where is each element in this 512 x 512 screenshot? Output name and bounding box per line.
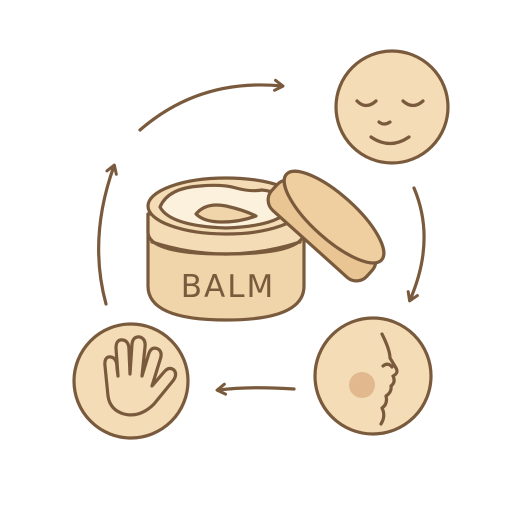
open-hand-icon [103, 335, 178, 417]
calm-face-node [334, 49, 450, 165]
arrow-left [97, 163, 118, 306]
cheek-blush [349, 372, 375, 398]
lid-top [282, 169, 386, 265]
smiling-face-closed-eyes-icon [355, 99, 425, 146]
face-profile-with-cheek-icon [349, 332, 399, 426]
balm-jar: BALM [146, 176, 306, 322]
face-profile-node [313, 316, 433, 436]
jar-label: BALM [181, 269, 276, 305]
arrow-right [406, 186, 426, 303]
face-profile-circle [313, 316, 433, 436]
jar-lid [266, 169, 386, 283]
arrow-top [138, 78, 285, 132]
cycle-arrows [97, 78, 426, 396]
arrow-bottom [215, 382, 296, 396]
open-hand-node [72, 322, 190, 440]
calm-face-circle [334, 49, 450, 165]
